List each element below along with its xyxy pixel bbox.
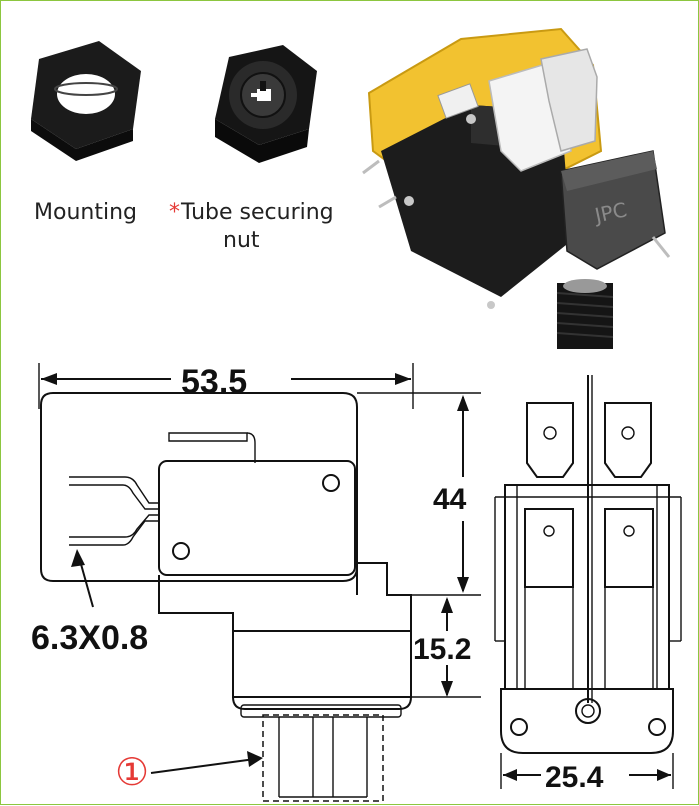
mounting-caption: Mounting — [34, 200, 137, 225]
pressure-switch-photo: JPC — [362, 27, 671, 349]
front-view-drawing: 53.5 6.3X0.8 4 — [31, 363, 481, 802]
tube-caption-line2: nut — [223, 228, 260, 253]
mounting-nut-photo — [31, 41, 141, 161]
asterisk-mark: * — [169, 200, 180, 225]
tube-nut-photo — [215, 45, 317, 163]
callout-marker: ① — [115, 750, 149, 794]
tube-caption-line1: Tube securing — [180, 200, 334, 225]
height-dimension: 44 — [433, 483, 467, 516]
side-view-drawing: 25.4 — [494, 375, 682, 794]
width-dimension: 53.5 — [181, 363, 247, 401]
side-width-dimension: 25.4 — [545, 761, 604, 794]
lower-height-dimension: 15.2 — [413, 633, 471, 666]
terminal-dimension: 6.3X0.8 — [31, 619, 148, 657]
